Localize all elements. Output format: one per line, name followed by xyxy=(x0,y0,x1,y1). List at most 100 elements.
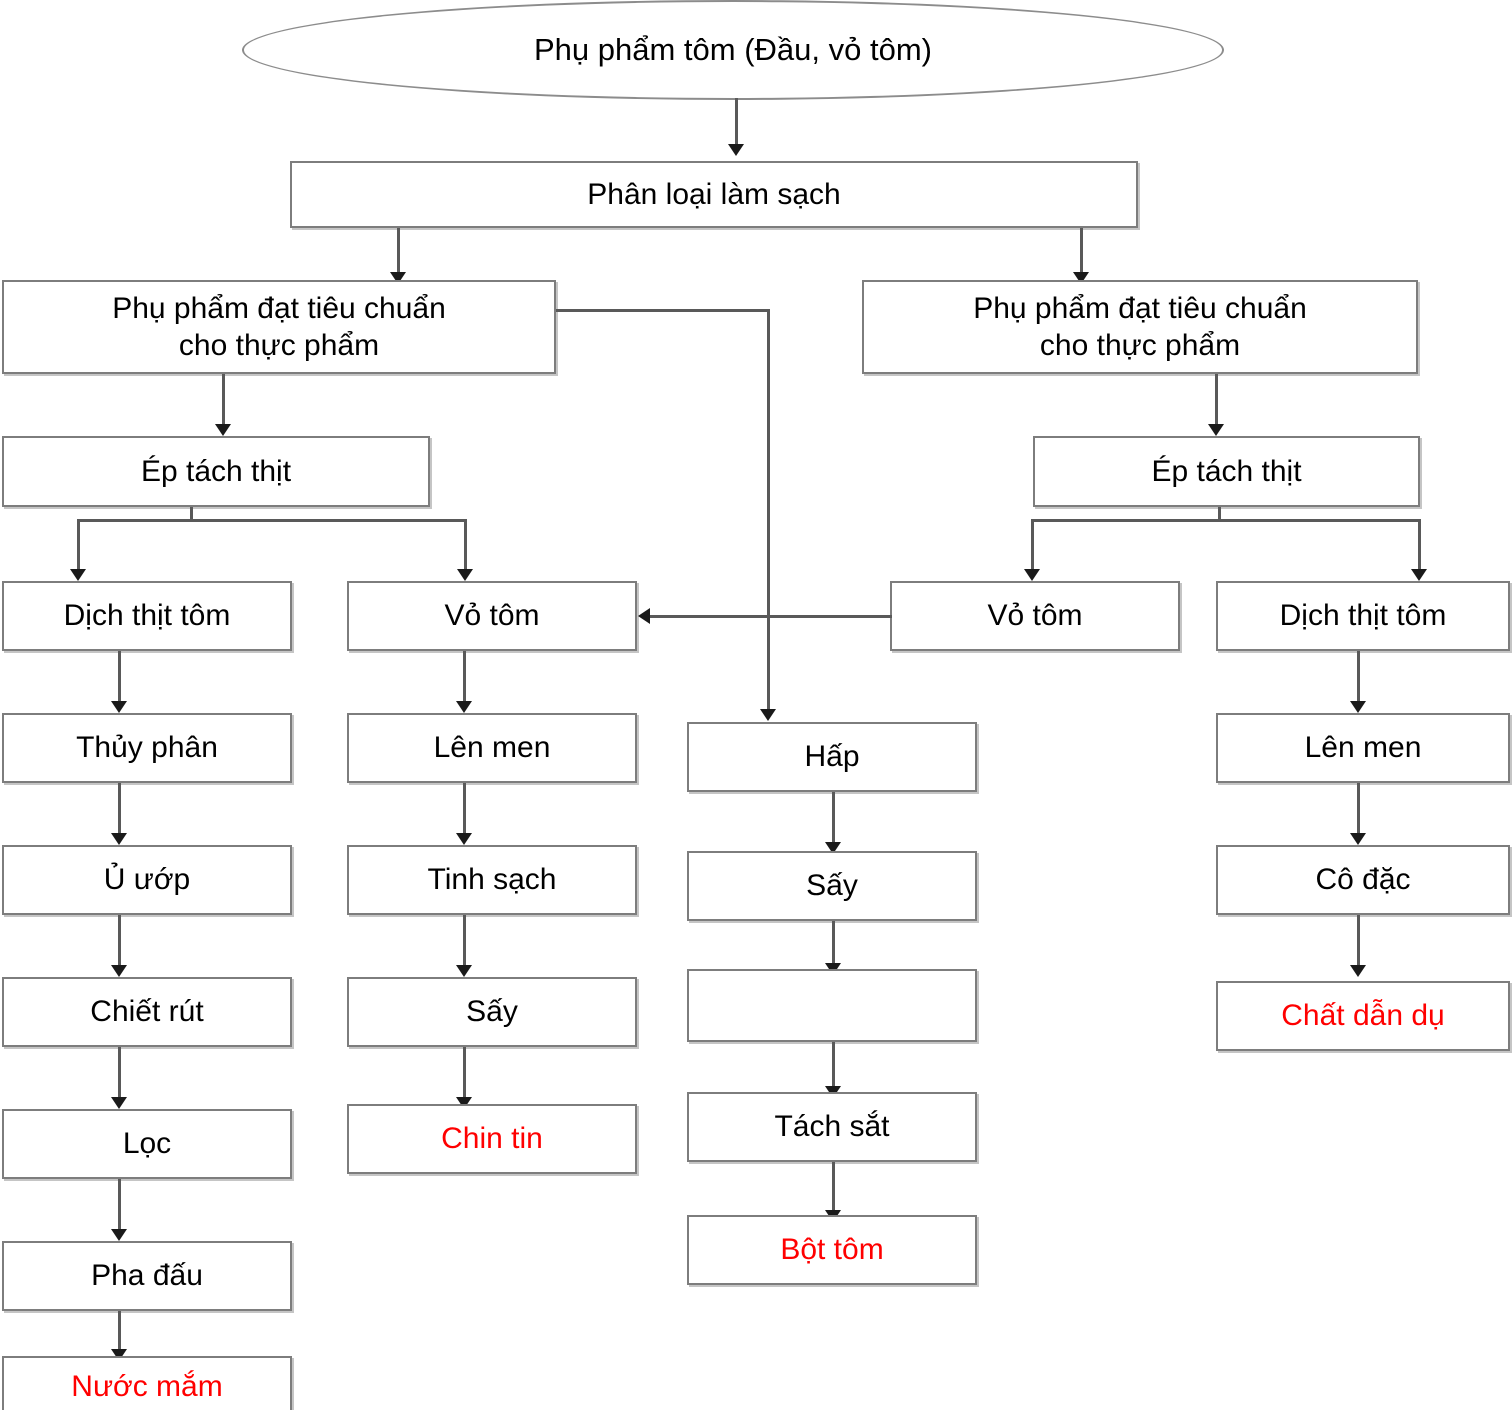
arrow-start-to-phanloai xyxy=(728,144,744,156)
arrow-chuanleft-to-hap xyxy=(760,709,776,721)
node-ep-left-label: Ép tách thịt xyxy=(140,454,292,488)
node-hap[interactable]: Hấp xyxy=(687,722,977,792)
edge-epright-to-voright xyxy=(1031,519,1034,571)
node-bot-tom[interactable]: Bột tôm xyxy=(687,1215,977,1285)
arrow-codac-to-chatdandu xyxy=(1350,965,1366,977)
arrow-voright-to-voleft xyxy=(638,608,650,624)
edge-say3-to-blank xyxy=(832,921,835,967)
edge-lenmen2-to-tinhsach xyxy=(463,783,466,835)
edge-chuanleft-to-hap-horizontal xyxy=(556,309,770,312)
edge-voright-to-voleft xyxy=(650,615,892,618)
node-dich-thit-tom-left[interactable]: Dịch thịt tôm xyxy=(2,581,292,651)
node-chuan-left-line1: Phụ phẩm đạt tiêu chuẩn xyxy=(112,291,446,325)
edge-start-to-phanloai xyxy=(735,98,738,146)
edge-loc-to-phadau xyxy=(118,1179,121,1231)
edge-thuyphan-to-uuop xyxy=(118,783,121,835)
edge-codac-to-chatdandu xyxy=(1357,915,1360,967)
node-say-col2-label: Sấy xyxy=(466,995,518,1029)
node-len-men-col2[interactable]: Lên men xyxy=(347,713,637,783)
node-say-col2[interactable]: Sấy xyxy=(347,977,637,1047)
arrow-uuop-to-chietrut xyxy=(111,965,127,977)
node-tach-sat-label: Tách sắt xyxy=(774,1110,890,1144)
node-tach-sat[interactable]: Tách sắt xyxy=(687,1092,977,1162)
node-hap-label: Hấp xyxy=(804,740,860,774)
edge-phanloai-to-chuanright xyxy=(1080,228,1083,274)
arrow-dichleft-to-thuyphan xyxy=(111,701,127,713)
node-chin-tin-label: Chin tin xyxy=(441,1122,543,1156)
edge-chietrut-to-loc xyxy=(118,1047,121,1099)
edge-epright-bus xyxy=(1031,519,1421,522)
edge-dichright-to-lenmen4 xyxy=(1357,651,1360,703)
node-chuan-right-line1: Phụ phẩm đạt tiêu chuẩn xyxy=(973,291,1307,325)
arrow-epleft-to-dichleft xyxy=(70,569,86,581)
node-phan-loai-label: Phân loại làm sạch xyxy=(587,177,841,211)
node-chat-dan-du[interactable]: Chất dẫn dụ xyxy=(1216,981,1510,1051)
arrow-epleft-to-voleft xyxy=(457,569,473,581)
edge-say2-to-chintin xyxy=(463,1047,466,1099)
edge-phadau-to-nuocmam xyxy=(118,1311,121,1351)
node-chuan-left-line2: cho thực phẩm xyxy=(178,329,380,362)
arrow-epright-to-dichright xyxy=(1411,569,1427,581)
edge-epright-stem xyxy=(1218,507,1221,521)
edge-epright-to-dichright xyxy=(1418,519,1421,571)
arrow-loc-to-phadau xyxy=(111,1229,127,1241)
node-u-uop[interactable]: Ủ ướp xyxy=(2,845,292,915)
node-co-dac[interactable]: Cô đặc xyxy=(1216,845,1510,915)
arrow-dichright-to-lenmen4 xyxy=(1350,701,1366,713)
edge-voleft-to-lenmen2 xyxy=(463,651,466,703)
arrow-chietrut-to-loc xyxy=(111,1097,127,1109)
edge-tachsat-to-bottom xyxy=(832,1162,835,1212)
node-len-men-col2-label: Lên men xyxy=(433,731,551,765)
node-u-uop-label: Ủ ướp xyxy=(103,863,191,897)
node-pha-dau[interactable]: Pha đấu xyxy=(2,1241,292,1311)
node-chuan-thuc-pham-right[interactable]: Phụ phẩm đạt tiêu chuẩn cho thực phẩm xyxy=(862,280,1418,374)
node-chuan-thuc-pham-left[interactable]: Phụ phẩm đạt tiêu chuẩn cho thực phẩm xyxy=(2,280,556,374)
node-chat-dan-du-label: Chất dẫn dụ xyxy=(1281,999,1445,1033)
node-pha-dau-label: Pha đấu xyxy=(91,1259,203,1293)
node-chin-tin[interactable]: Chin tin xyxy=(347,1104,637,1174)
arrow-lenmen2-to-tinhsach xyxy=(456,833,472,845)
node-thuy-phan-label: Thủy phân xyxy=(76,731,218,765)
edge-uuop-to-chietrut xyxy=(118,915,121,967)
node-blank-col3[interactable] xyxy=(687,969,977,1042)
edge-tinhsach-to-say2 xyxy=(463,915,466,967)
arrow-thuyphan-to-uuop xyxy=(111,833,127,845)
node-vo-tom-right[interactable]: Vỏ tôm xyxy=(890,581,1180,651)
node-chiet-rut-label: Chiết rút xyxy=(90,995,204,1029)
node-say-col3[interactable]: Sấy xyxy=(687,851,977,921)
node-vo-right-label: Vỏ tôm xyxy=(987,599,1083,633)
edge-chuanright-to-epright xyxy=(1215,374,1218,426)
node-ep-tach-thit-left[interactable]: Ép tách thịt xyxy=(2,436,430,507)
node-tinh-sach-label: Tinh sạch xyxy=(427,863,557,897)
node-vo-tom-left[interactable]: Vỏ tôm xyxy=(347,581,637,651)
edge-hap-to-say3 xyxy=(832,792,835,844)
node-loc-label: Lọc xyxy=(122,1127,172,1161)
node-chiet-rut[interactable]: Chiết rút xyxy=(2,977,292,1047)
edge-epleft-stem xyxy=(190,507,193,521)
arrow-voleft-to-lenmen2 xyxy=(456,701,472,713)
node-co-dac-label: Cô đặc xyxy=(1315,863,1411,897)
node-bot-tom-label: Bột tôm xyxy=(780,1233,884,1267)
edge-phanloai-to-chuanleft xyxy=(397,228,400,274)
node-len-men-col4-label: Lên men xyxy=(1304,731,1422,765)
edge-epleft-to-dichleft xyxy=(77,519,80,571)
arrow-epright-to-voright xyxy=(1024,569,1040,581)
edge-chuanleft-to-hap-vertical xyxy=(767,309,770,713)
arrow-chuanright-to-epright xyxy=(1208,424,1224,436)
node-start-ellipse[interactable]: Phụ phẩm tôm (Đầu, vỏ tôm) xyxy=(242,0,1224,100)
edge-lenmen4-to-codac xyxy=(1357,783,1360,835)
node-ep-right-label: Ép tách thịt xyxy=(1151,454,1302,488)
node-nuoc-mam[interactable]: Nước mắm xyxy=(2,1356,292,1410)
node-start-label: Phụ phẩm tôm (Đầu, vỏ tôm) xyxy=(534,32,932,67)
node-dich-right-label: Dịch thịt tôm xyxy=(1279,599,1447,633)
node-ep-tach-thit-right[interactable]: Ép tách thịt xyxy=(1033,436,1420,507)
node-dich-thit-tom-right[interactable]: Dịch thịt tôm xyxy=(1216,581,1510,651)
node-loc[interactable]: Lọc xyxy=(2,1109,292,1179)
edge-blank-to-tachsat xyxy=(832,1042,835,1090)
node-len-men-col4[interactable]: Lên men xyxy=(1216,713,1510,783)
node-tinh-sach[interactable]: Tinh sạch xyxy=(347,845,637,915)
arrow-tinhsach-to-say2 xyxy=(456,965,472,977)
node-thuy-phan[interactable]: Thủy phân xyxy=(2,713,292,783)
node-phan-loai-lam-sach[interactable]: Phân loại làm sạch xyxy=(290,161,1138,228)
